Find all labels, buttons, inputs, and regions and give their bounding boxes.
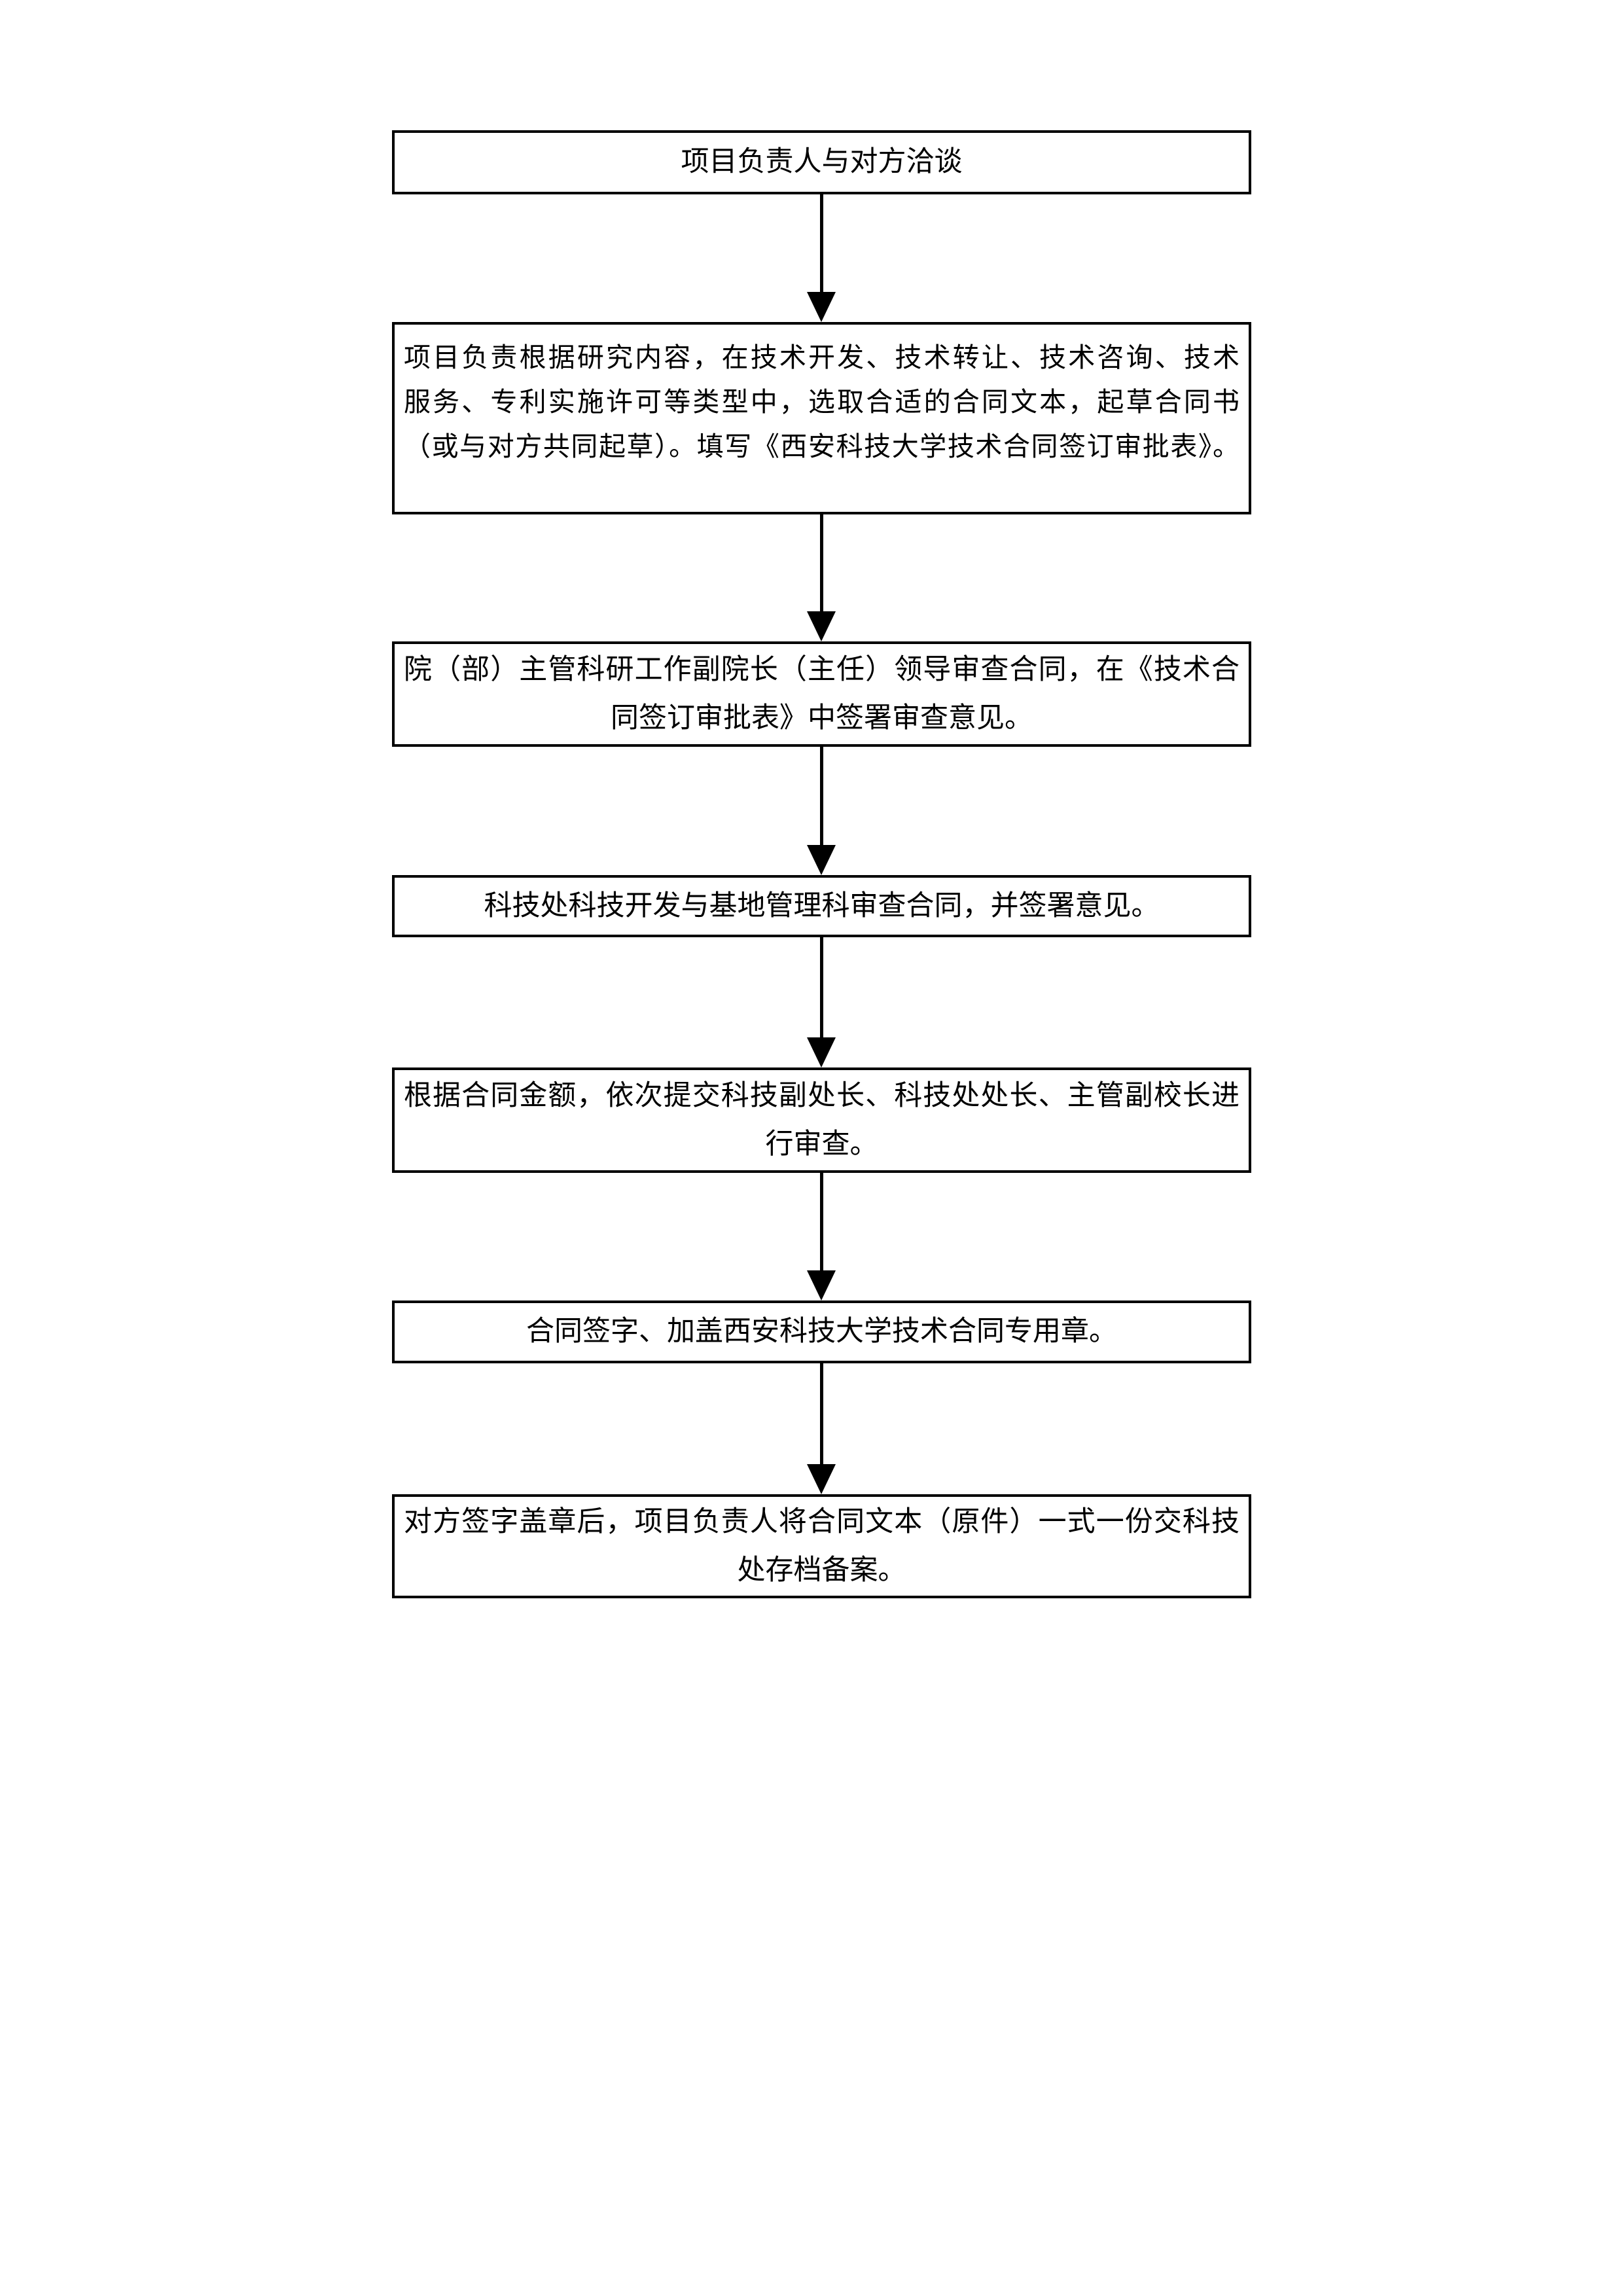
arrow-shaft [820,1173,823,1273]
arrow-shaft [820,194,823,295]
flow-node-text-line: （或与对方共同起草）。填写《西安科技大学技术合同签订审批表》。 [404,431,1240,461]
flow-node-text-line: 合同签字、加盖西安科技大学技术合同专用章。 [526,1316,1117,1347]
flow-node-amount-based-review: 根据合同金额，依次提交科技副处长、科技处处长、主管副校长进 行审查。 [392,1067,1251,1173]
arrow-down-icon [807,292,836,322]
flow-node-text-line: 处存档备案。 [737,1554,906,1586]
arrow-down-icon [807,1037,836,1067]
flow-node-text-line: 服务、专利实施许可等类型中，选取合适的合同文本，起草合同书 [404,387,1240,417]
arrow-down-icon [807,611,836,641]
flow-arrow-2 [807,514,836,641]
flow-arrow-5 [807,1173,836,1300]
arrow-down-icon [807,1464,836,1494]
arrow-shaft [820,937,823,1040]
flow-node-draft-contract: 项目负责根据研究内容，在技术开发、技术转让、技术咨询、技术 服务、专利实施许可等… [392,322,1251,514]
flow-node-text-line: 同签订审批表》中签署审查意见。 [611,702,1033,734]
flow-node-college-review: 院（部）主管科研工作副院长（主任）领导审查合同，在《技术合 同签订审批表》中签署… [392,641,1251,747]
flow-node-sign-and-seal: 合同签字、加盖西安科技大学技术合同专用章。 [392,1300,1251,1363]
flow-node-text-line: 根据合同金额，依次提交科技副处长、科技处处长、主管副校长进 [404,1080,1240,1111]
flow-node-text-line: 行审查。 [765,1128,878,1160]
arrow-shaft [820,1363,823,1467]
flow-arrow-4 [807,937,836,1067]
flow-node-text-line: 项目负责根据研究内容，在技术开发、技术转让、技术咨询、技术 [404,342,1240,372]
flow-node-negotiation: 项目负责人与对方洽谈 [392,130,1251,194]
arrow-down-icon [807,1270,836,1300]
flow-node-archive: 对方签字盖章后，项目负责人将合同文本（原件）一式一份交科技 处存档备案。 [392,1494,1251,1598]
flow-node-text-line: 科技处科技开发与基地管理科审查合同，并签署意见。 [484,890,1160,922]
flow-arrow-1 [807,194,836,322]
flow-node-text-line: 项目负责人与对方洽谈 [681,147,963,177]
flow-arrow-6 [807,1363,836,1494]
flow-node-text-line: 对方签字盖章后，项目负责人将合同文本（原件）一式一份交科技 [404,1506,1240,1537]
flow-node-text-line: 院（部）主管科研工作副院长（主任）领导审查合同，在《技术合 [404,654,1240,685]
flow-arrow-3 [807,747,836,875]
flow-node-st-office-review: 科技处科技开发与基地管理科审查合同，并签署意见。 [392,875,1251,937]
arrow-shaft [820,747,823,848]
arrow-shaft [820,514,823,614]
arrow-down-icon [807,845,836,875]
